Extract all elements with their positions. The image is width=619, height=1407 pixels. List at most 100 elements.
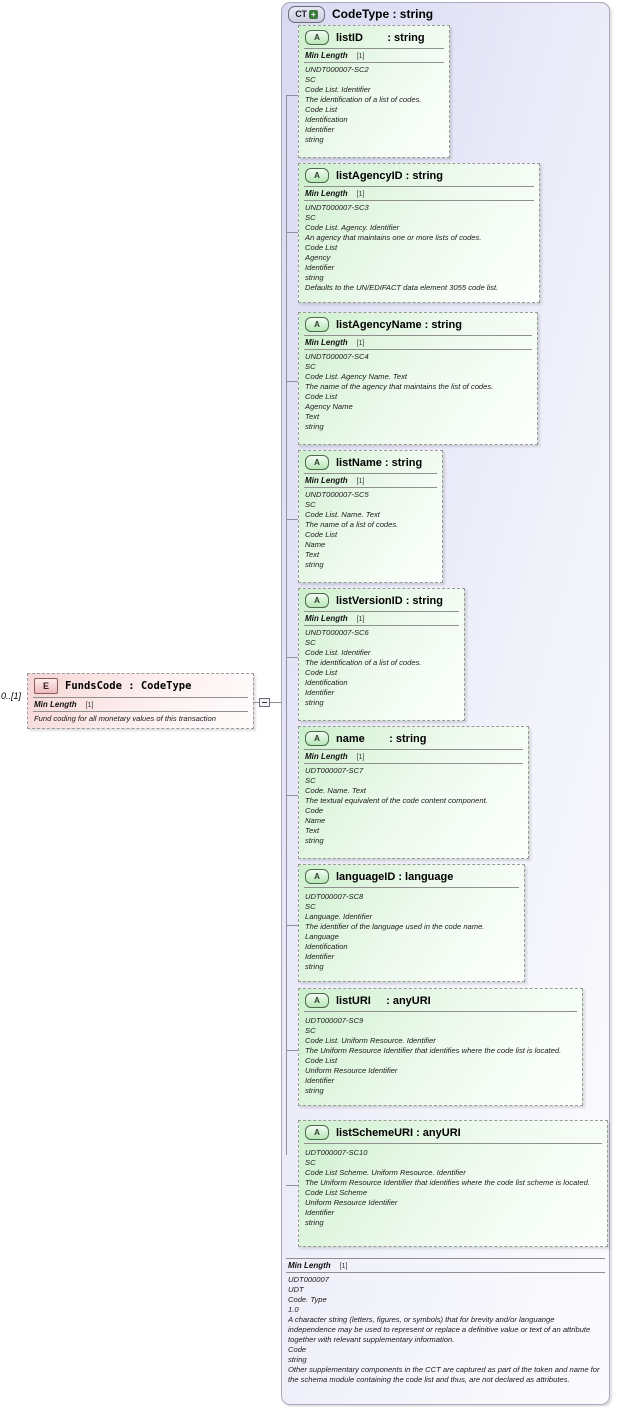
doc-line: string	[305, 962, 324, 972]
attribute-box-listAgencyName[interactable]: A listAgencyName : string Min Length [1]…	[298, 312, 538, 445]
facet-min-length: Min Length [1]	[299, 750, 528, 763]
attribute-label: listVersionID : string	[336, 594, 443, 607]
doc-line: A character string (letters, figures, or…	[288, 1315, 591, 1345]
doc-line: The identification of a list of codes.	[305, 658, 422, 668]
facet-min-length: Min Length [1]	[299, 474, 442, 487]
element-label: FundsCode : CodeType	[65, 680, 192, 692]
tree-stub	[286, 1185, 298, 1186]
doc-line: UNDT000007-SC3	[305, 203, 369, 212]
attribute-box-listName[interactable]: A listName : string Min Length [1] UNDT0…	[298, 450, 443, 583]
attribute-box-name[interactable]: A name : string Min Length [1] UDT000007…	[298, 726, 529, 859]
doc-line: Code List. Identifier	[305, 648, 371, 658]
facet-value: [1]	[356, 53, 365, 60]
facet-min-length: Min Length [1]	[299, 49, 449, 62]
doc-line: UNDT000007-SC6	[305, 628, 369, 637]
doc-line: Code List. Agency Name. Text	[305, 372, 408, 382]
facet-min-length: Min Length [1]	[28, 698, 253, 711]
attribute-badge-icon: A	[305, 869, 329, 884]
doc-line: Code List	[305, 668, 338, 678]
facet-value: [1]	[356, 754, 365, 761]
doc-line: Identification	[305, 942, 348, 952]
facet-value: [1]	[356, 340, 365, 347]
doc-line: UDT000007-SC8	[305, 892, 364, 901]
attribute-badge-icon: A	[305, 593, 329, 608]
divider	[304, 335, 532, 336]
doc-line: The identifier of the language used in t…	[305, 922, 485, 932]
attribute-badge-icon: A	[305, 993, 329, 1008]
doc-line: Identifier	[305, 263, 335, 273]
tree-stub	[286, 657, 298, 658]
attribute-label: listSchemeURI : anyURI	[336, 1126, 461, 1139]
doc-line: SC	[305, 776, 316, 786]
doc-line: Other supplementary components in the CC…	[288, 1365, 600, 1385]
attribute-header: A listID : string	[299, 26, 449, 48]
attribute-label: listAgencyID : string	[336, 169, 443, 182]
attribute-box-listVersionID[interactable]: A listVersionID : string Min Length [1] …	[298, 588, 465, 721]
doc-line: Identifier	[305, 952, 335, 962]
attribute-badge-icon: A	[305, 455, 329, 470]
attribute-header: A listAgencyName : string	[299, 313, 537, 335]
codetype-header[interactable]: CT+ CodeType : string	[288, 4, 433, 24]
doc-line: string	[305, 273, 324, 283]
divider	[304, 611, 459, 612]
doc-line: 1.0	[288, 1305, 299, 1315]
attribute-label: listURI : anyURI	[336, 994, 431, 1007]
doc-line: string	[305, 1086, 324, 1096]
element-documentation: Fund coding for all monetary values of t…	[34, 714, 216, 723]
doc-line: UNDT000007-SC5	[305, 490, 369, 499]
doc-line: Code	[288, 1345, 307, 1355]
attribute-badge-icon: A	[305, 30, 329, 45]
doc-line: Code List Scheme. Uniform Resource. Iden…	[305, 1168, 466, 1178]
divider	[304, 625, 459, 626]
doc-line: UDT000007-SC7	[305, 766, 364, 775]
attribute-badge-icon: A	[305, 317, 329, 332]
element-box-fundscode[interactable]: E FundsCode : CodeType Min Length [1] Fu…	[27, 673, 254, 730]
doc-line: Text	[305, 826, 320, 836]
attribute-header: A languageID : language	[299, 865, 524, 887]
collapse-toggle-icon[interactable]	[259, 698, 270, 707]
doc-line: Code List. Name. Text	[305, 510, 380, 520]
divider	[286, 1272, 605, 1273]
element-badge-icon: E	[34, 678, 58, 694]
doc-line: string	[305, 698, 324, 708]
facet-min-length: Min Length [1]	[299, 187, 539, 200]
doc-line: SC	[305, 902, 316, 912]
facet-value: [1]	[356, 478, 365, 485]
attribute-label: listID : string	[336, 31, 425, 44]
doc-line: Identifier	[305, 1208, 335, 1218]
doc-line: The Uniform Resource Identifier that ide…	[305, 1046, 562, 1056]
facet-value: [1]	[85, 702, 94, 709]
facet-value: [1]	[339, 1263, 348, 1270]
doc-line: The textual equivalent of the code conte…	[305, 796, 488, 806]
doc-line: string	[305, 135, 324, 145]
doc-line: Code List Scheme	[305, 1188, 368, 1198]
tree-stub	[286, 519, 298, 520]
tree-stub	[286, 925, 298, 926]
expand-icon[interactable]: +	[308, 9, 318, 19]
codetype-title: CodeType : string	[332, 7, 434, 21]
doc-line: Code List	[305, 530, 338, 540]
doc-line: Identifier	[305, 125, 335, 135]
doc-line: Code	[305, 806, 324, 816]
facet-min-length: Min Length [1]	[299, 612, 464, 625]
doc-line: Code List. Uniform Resource. Identifier	[305, 1036, 436, 1046]
connector-line	[270, 702, 282, 703]
doc-line: SC	[305, 213, 316, 223]
attribute-label: languageID : language	[336, 870, 454, 883]
divider	[304, 200, 534, 201]
doc-line: Code List	[305, 1056, 338, 1066]
divider	[304, 48, 444, 49]
doc-line: Defaults to the UN/EDIFACT data element …	[305, 283, 499, 293]
attribute-box-listAgencyID[interactable]: A listAgencyID : string Min Length [1] U…	[298, 163, 540, 303]
attribute-box-listID[interactable]: A listID : string Min Length [1] UNDT000…	[298, 25, 450, 158]
doc-line: SC	[305, 1026, 316, 1036]
doc-line: SC	[305, 1158, 316, 1168]
doc-line: The Uniform Resource Identifier that ide…	[305, 1178, 590, 1188]
doc-line: UDT000007-SC9	[305, 1016, 364, 1025]
